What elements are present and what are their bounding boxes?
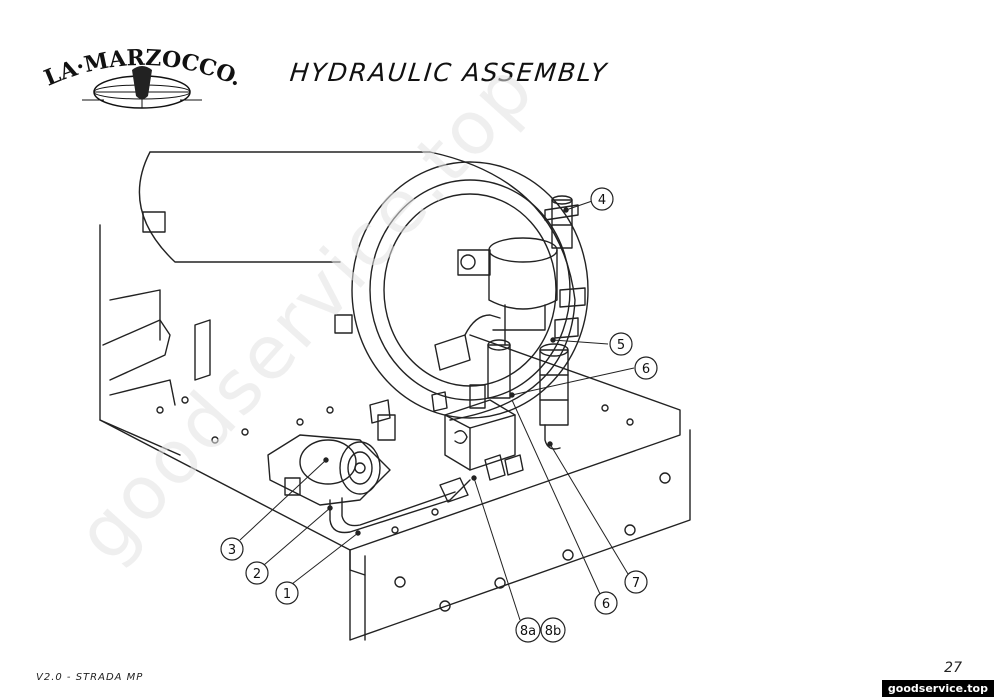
- footer-model: V2.0 - STRADA MP: [36, 672, 144, 683]
- callout-label: 4: [598, 193, 606, 208]
- callout-5: [609, 332, 633, 356]
- callout-label: 5: [617, 338, 625, 353]
- callout-label: 6: [602, 597, 610, 612]
- callout-label: 3: [228, 543, 236, 558]
- callout-label: 2: [253, 567, 261, 582]
- callout-label: 8a: [520, 624, 536, 639]
- callout-6-lower: [594, 591, 618, 615]
- la-marzocco-logo: LA·MARZOCCO.: [41, 45, 246, 109]
- callout-label: 1: [283, 587, 291, 602]
- callout-label: 8b: [545, 624, 562, 639]
- callout-6-upper: [634, 356, 658, 380]
- callout-8a: [515, 617, 541, 643]
- callout-2: [245, 561, 269, 585]
- callout-4: [590, 187, 614, 211]
- callout-label: 6: [642, 362, 650, 377]
- page-number: 27: [944, 660, 962, 676]
- callout-7: [624, 570, 648, 594]
- callout-label: 7: [632, 576, 640, 591]
- callout-3: [220, 537, 244, 561]
- callout-8b: [540, 617, 566, 643]
- callout-1: [275, 581, 299, 605]
- site-badge: goodservice.top: [881, 680, 994, 697]
